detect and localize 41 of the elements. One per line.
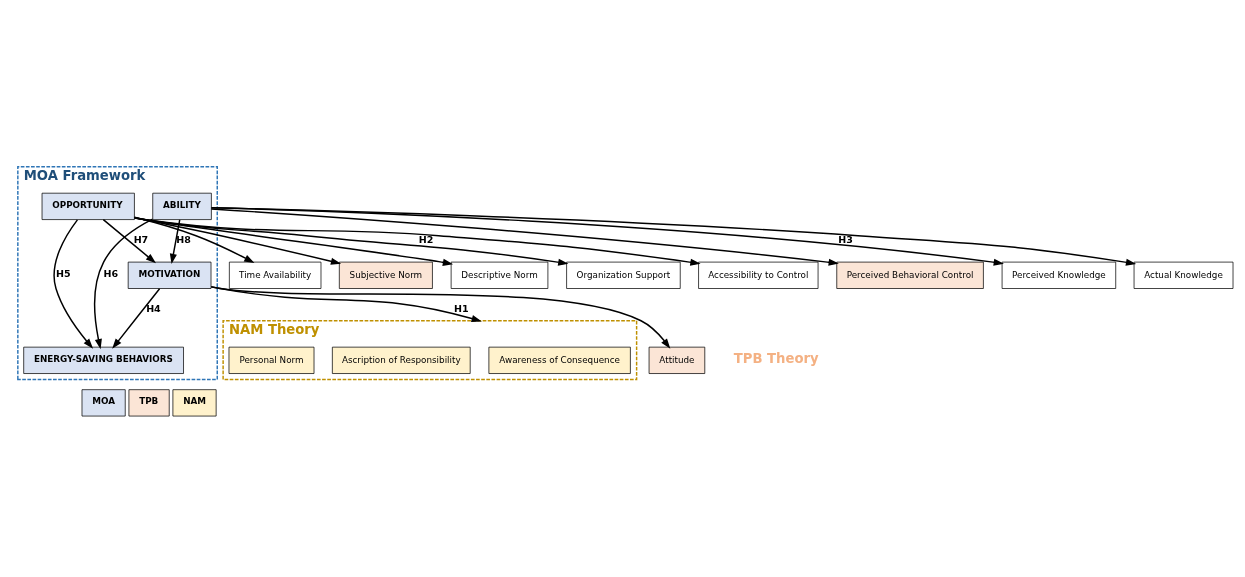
edge-label: H6 [103,268,119,280]
node-box: Personal Norm [228,346,315,374]
node-box: Descriptive Norm [450,261,549,289]
arrow [94,218,154,350]
node-box: MOTIVATION [127,261,212,289]
arrow [112,288,161,349]
node-box: Organization Support [566,261,681,289]
arrow [133,217,454,266]
node-box: Time Availability [229,261,322,289]
arrow [133,216,255,263]
legend-label: TPB [139,396,159,407]
node-box: Awareness of Consequence [488,346,631,374]
node-box: ENERGY-SAVING BEHAVIORS [23,346,184,374]
node-box: Ascription of Responsibility [332,346,471,374]
arrow [133,217,569,266]
node-box: Perceived Behavioral Control [836,261,984,289]
arrow [210,285,482,322]
node-box: Actual Knowledge [1133,261,1234,289]
node-box: Perceived Knowledge [1001,261,1117,289]
node-box: ABILITY [152,192,212,220]
arrow [133,216,342,265]
edge-label: H4 [146,302,161,314]
node-box: Accessibility to Control [698,261,819,289]
edge-label: H1 [454,302,469,314]
edge-label: H3 [838,233,853,245]
edge-label: H8 [176,233,191,245]
edge-label: H2 [418,233,434,245]
edge-label: H7 [133,233,149,245]
arrow [133,217,701,266]
legend-label: MOA [92,396,116,407]
edge-label: H5 [55,268,71,280]
label: TPB Theory [733,350,819,366]
legend-label: NAM [183,396,207,407]
node-box: OPPORTUNITY [41,192,135,220]
node-box: Attitude [648,346,706,374]
node-box: Subjective Norm [338,261,433,289]
arrow [210,286,671,349]
arrow [53,219,94,349]
arrow [169,219,181,265]
arrow [210,208,839,266]
arrow [102,218,156,264]
